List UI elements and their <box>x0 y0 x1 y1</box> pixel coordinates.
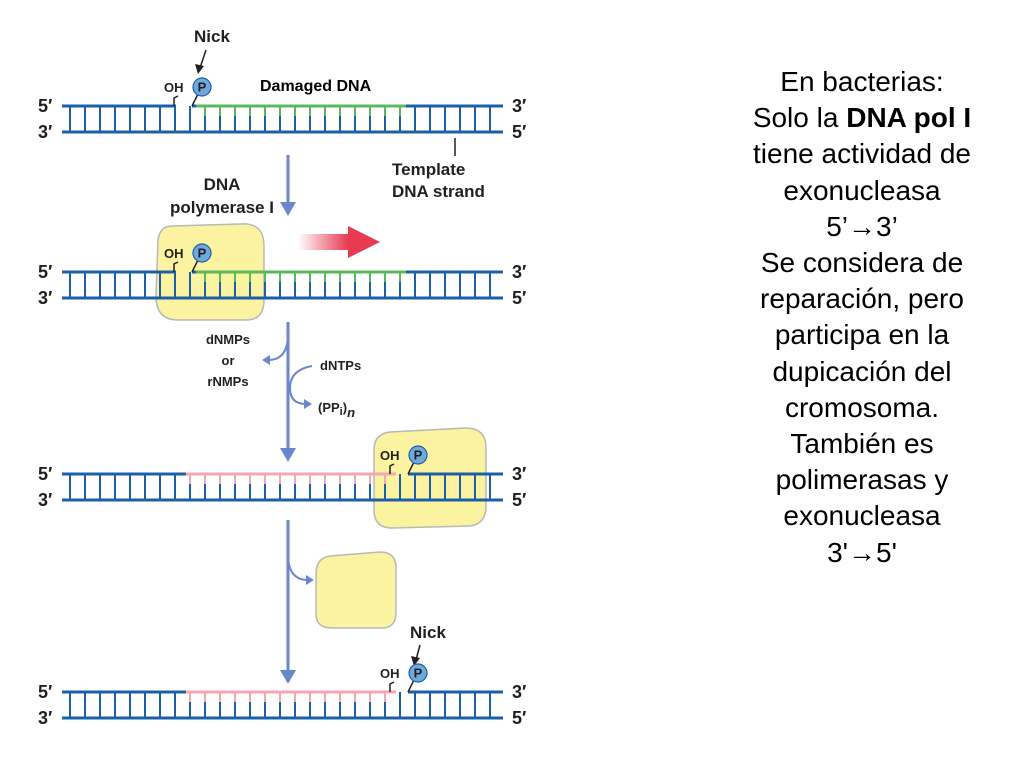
side-line-10: cromosoma. <box>784 391 940 423</box>
nick-site-2: OH P <box>164 243 212 273</box>
dna-repair-diagram: 5′ 3′ 3′ 5′ 5′ 3′ 3′ 5′ 5′ 3′ 3′ 5′ 5′ 3′ 3′ 5′ Nick Da… <box>38 27 526 728</box>
nick-label-bottom: Nick <box>410 623 446 642</box>
dntps-label: dNTPs <box>320 358 361 373</box>
label-5prime-top: 5′ <box>38 464 52 484</box>
phosphate-label: P <box>414 666 423 681</box>
label-3prime-top: 3′ <box>512 96 526 116</box>
released-enzyme <box>315 551 397 629</box>
oh-label: OH <box>164 80 184 95</box>
oh-label: OH <box>380 666 400 681</box>
dna-layer: 5′ 3′ 3′ 5′ 5′ 3′ 3′ 5′ 5′ 3′ 3′ 5′ 5′ 3′ 3′ 5′ <box>38 96 526 728</box>
oh-stub <box>389 681 395 692</box>
label-3prime-bottom: 3′ <box>38 708 52 728</box>
ppi-close: ) <box>343 400 347 415</box>
side-line-7: reparación, pero <box>760 283 964 315</box>
label-5prime-top: 5′ <box>38 96 52 116</box>
phosphate-link <box>191 93 199 107</box>
oh-label: OH <box>380 448 400 463</box>
phosphate-label: P <box>198 80 207 95</box>
nick-pointer-head <box>195 64 204 74</box>
duplex-damaged: 5′ 3′ 3′ 5′ <box>38 96 526 142</box>
direction-arrow <box>298 226 380 258</box>
side-line-6: Se considera de <box>760 247 964 279</box>
explanation-text: En bacterias: Solo la DNA pol I tiene ac… <box>722 64 1002 571</box>
enzyme-release-head <box>306 575 314 585</box>
template-label-line1: Template <box>392 160 465 179</box>
template-label-line2: DNA strand <box>392 182 485 201</box>
side-line-9: dupicación del <box>772 355 952 387</box>
label-5prime-bottom: 5′ <box>512 708 526 728</box>
side-line-14: 3'→5' <box>827 536 897 568</box>
side-line-4: exonucleasa <box>783 174 941 206</box>
phosphate-label: P <box>198 246 207 261</box>
label-3prime-bottom: 3′ <box>38 122 52 142</box>
phosphate-link <box>191 259 199 273</box>
ppi-sub: i <box>340 406 343 418</box>
removed-label-line3: rNMPs <box>207 374 248 389</box>
side-line-2: Solo la DNA pol I <box>722 100 1002 136</box>
label-5prime-bottom: 5′ <box>512 288 526 308</box>
label-5prime-bottom: 5′ <box>512 122 526 142</box>
enzyme-label-line2: polymerase I <box>170 198 274 217</box>
side-line-2-pre: Solo la <box>752 102 847 134</box>
label-3prime-bottom: 3′ <box>38 490 52 510</box>
phosphate-link <box>407 679 415 693</box>
added-nucleotides-curve <box>288 365 313 405</box>
duplex-repaired: 5′ 3′ 3′ 5′ <box>38 682 526 728</box>
label-3prime-bottom: 3′ <box>38 288 52 308</box>
side-line-8: participa en la <box>774 319 950 351</box>
enzyme-layer <box>155 223 487 629</box>
nick-site-1: OH P <box>164 77 212 107</box>
oh-stub <box>389 463 395 474</box>
nick-pointer <box>199 49 207 69</box>
phosphate-link <box>407 461 415 475</box>
nick-label: Nick <box>194 27 230 46</box>
nick-markers: OH P OH P OH P OH P <box>164 77 428 693</box>
ppi-label: (PPi)n <box>318 400 355 420</box>
removed-label-line2: or <box>222 353 235 368</box>
nick-site-4: OH P <box>380 663 428 693</box>
damaged-dna-label: Damaged DNA <box>260 78 372 95</box>
side-line-11: También es <box>790 428 934 460</box>
phosphate-circle <box>408 663 428 683</box>
oh-stub <box>173 261 179 272</box>
oh-stub <box>173 95 179 106</box>
side-line-2-bold: DNA pol I <box>846 102 972 134</box>
side-line-3: tiene actividad de <box>753 138 971 170</box>
label-3prime-top: 3′ <box>512 262 526 282</box>
label-5prime-top: 5′ <box>38 682 52 702</box>
removed-nucleotides-curve <box>267 333 289 361</box>
process-arrows <box>262 155 314 684</box>
nick-site-3: OH P <box>380 445 428 475</box>
enzyme-release-curve <box>287 553 309 581</box>
side-line-5: 5’→3’ <box>826 210 898 242</box>
duplex-repair-end: 5′ 3′ 3′ 5′ <box>38 464 526 510</box>
nick-bottom-pointer-head <box>411 656 420 666</box>
phosphate-label: P <box>414 448 423 463</box>
removed-label-line1: dNMPs <box>206 332 250 347</box>
phosphate-circle <box>192 77 212 97</box>
duplex-repair-start: 5′ 3′ 3′ 5′ <box>38 262 526 308</box>
arrow-step3-head <box>280 670 296 684</box>
removed-nucleotides-head <box>262 355 270 365</box>
enzyme-label-line1: DNA <box>204 175 241 194</box>
label-5prime-bottom: 5′ <box>512 490 526 510</box>
label-3prime-top: 3′ <box>512 464 526 484</box>
arrow-step1-head <box>280 202 296 216</box>
phosphate-circle <box>192 243 212 263</box>
side-line-13: exonucleasa <box>783 500 941 532</box>
added-nucleotides-head <box>304 399 312 409</box>
arrow-step2-head <box>280 448 296 462</box>
side-line-1: En bacterias: <box>780 66 944 97</box>
ppi-open: (PP <box>318 400 340 415</box>
side-line-12: polimerasas y <box>775 464 949 496</box>
phosphate-circle <box>408 445 428 465</box>
ppi-n: n <box>347 405 355 420</box>
label-5prime-top: 5′ <box>38 262 52 282</box>
oh-label: OH <box>164 246 184 261</box>
label-3prime-top: 3′ <box>512 682 526 702</box>
